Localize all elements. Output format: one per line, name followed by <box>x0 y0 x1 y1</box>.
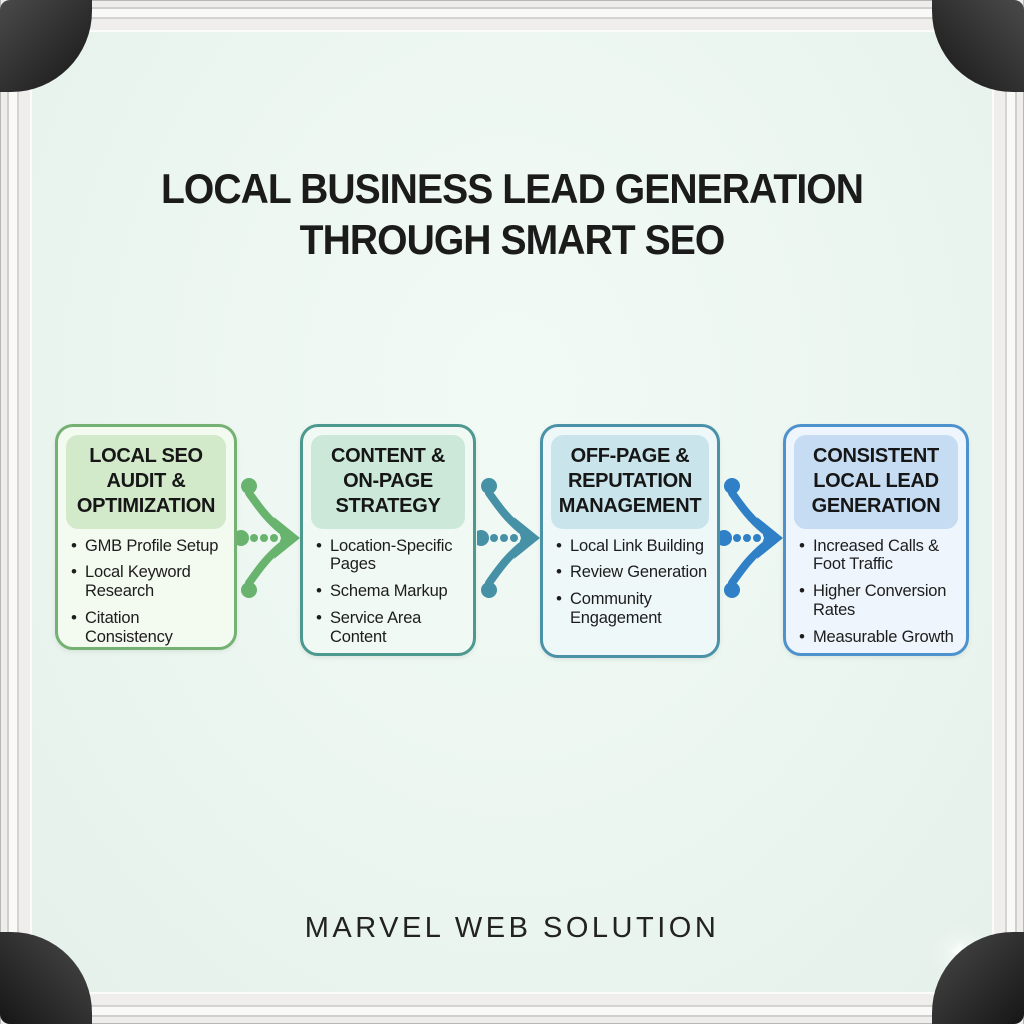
step-heading: OFF-PAGE & REPUTATION MANAGEMENT <box>551 435 709 529</box>
frame-edge-left <box>0 0 30 1024</box>
step-bullet: Service Area Content <box>315 608 465 647</box>
step-card-offpage-reputation: OFF-PAGE & REPUTATION MANAGEMENT Local L… <box>540 424 720 658</box>
step-bullet-list: GMB Profile Setup Local Keyword Research… <box>58 535 234 663</box>
step-bullet: Higher Conversion Rates <box>798 581 958 620</box>
step-bullet: Increased Calls & Foot Traffic <box>798 536 958 575</box>
diagram-title: LOCAL BUSINESS LEAD GENERATION THROUGH S… <box>36 163 988 265</box>
step-bullet: Measurable Growth <box>798 627 958 647</box>
frame-edge-bottom <box>0 994 1024 1024</box>
merge-arrow-icon <box>720 478 783 598</box>
step-bullet-list: Increased Calls & Foot Traffic Higher Co… <box>786 535 966 663</box>
step-bullet: Review Generation <box>555 562 709 582</box>
step-card-lead-generation: CONSISTENT LOCAL LEAD GENERATION Increas… <box>783 424 969 656</box>
flow-arrow-3 <box>720 476 783 600</box>
step-bullet-list: Local Link Building Review Generation Co… <box>543 535 717 644</box>
flow-row: LOCAL SEO AUDIT & OPTIMIZATION GMB Profi… <box>55 424 969 658</box>
frame-edge-right <box>994 0 1024 1024</box>
step-bullet: Community Engagement <box>555 589 709 628</box>
step-bullet: Citation Consistency <box>70 608 226 647</box>
step-bullet: Schema Markup <box>315 581 465 601</box>
watermark-brand: MARVEL WEB SOLUTION <box>304 912 720 944</box>
diagram-title-line2: THROUGH SMART SEO <box>299 216 726 264</box>
step-bullet: Local Link Building <box>555 536 709 556</box>
frame-edge-top <box>0 0 1024 30</box>
step-card-local-seo-audit: LOCAL SEO AUDIT & OPTIMIZATION GMB Profi… <box>55 424 237 650</box>
step-bullet: Local Keyword Research <box>70 562 226 601</box>
step-bullet-list: Location-Specific Pages Schema Markup Se… <box>303 535 473 663</box>
step-bullet: GMB Profile Setup <box>70 536 226 556</box>
step-card-content-onpage: CONTENT & ON-PAGE STRATEGY Location-Spec… <box>300 424 476 656</box>
flow-arrow-1 <box>237 476 300 600</box>
merge-arrow-icon <box>476 478 540 598</box>
step-bullet: Location-Specific Pages <box>315 536 465 575</box>
merge-arrow-icon <box>237 478 300 598</box>
step-heading: CONSISTENT LOCAL LEAD GENERATION <box>794 435 958 529</box>
flow-arrow-2 <box>476 476 540 600</box>
step-heading: CONTENT & ON-PAGE STRATEGY <box>311 435 465 529</box>
step-heading: LOCAL SEO AUDIT & OPTIMIZATION <box>66 435 226 529</box>
diagram-title-line1: LOCAL BUSINESS LEAD GENERATION <box>160 165 864 212</box>
